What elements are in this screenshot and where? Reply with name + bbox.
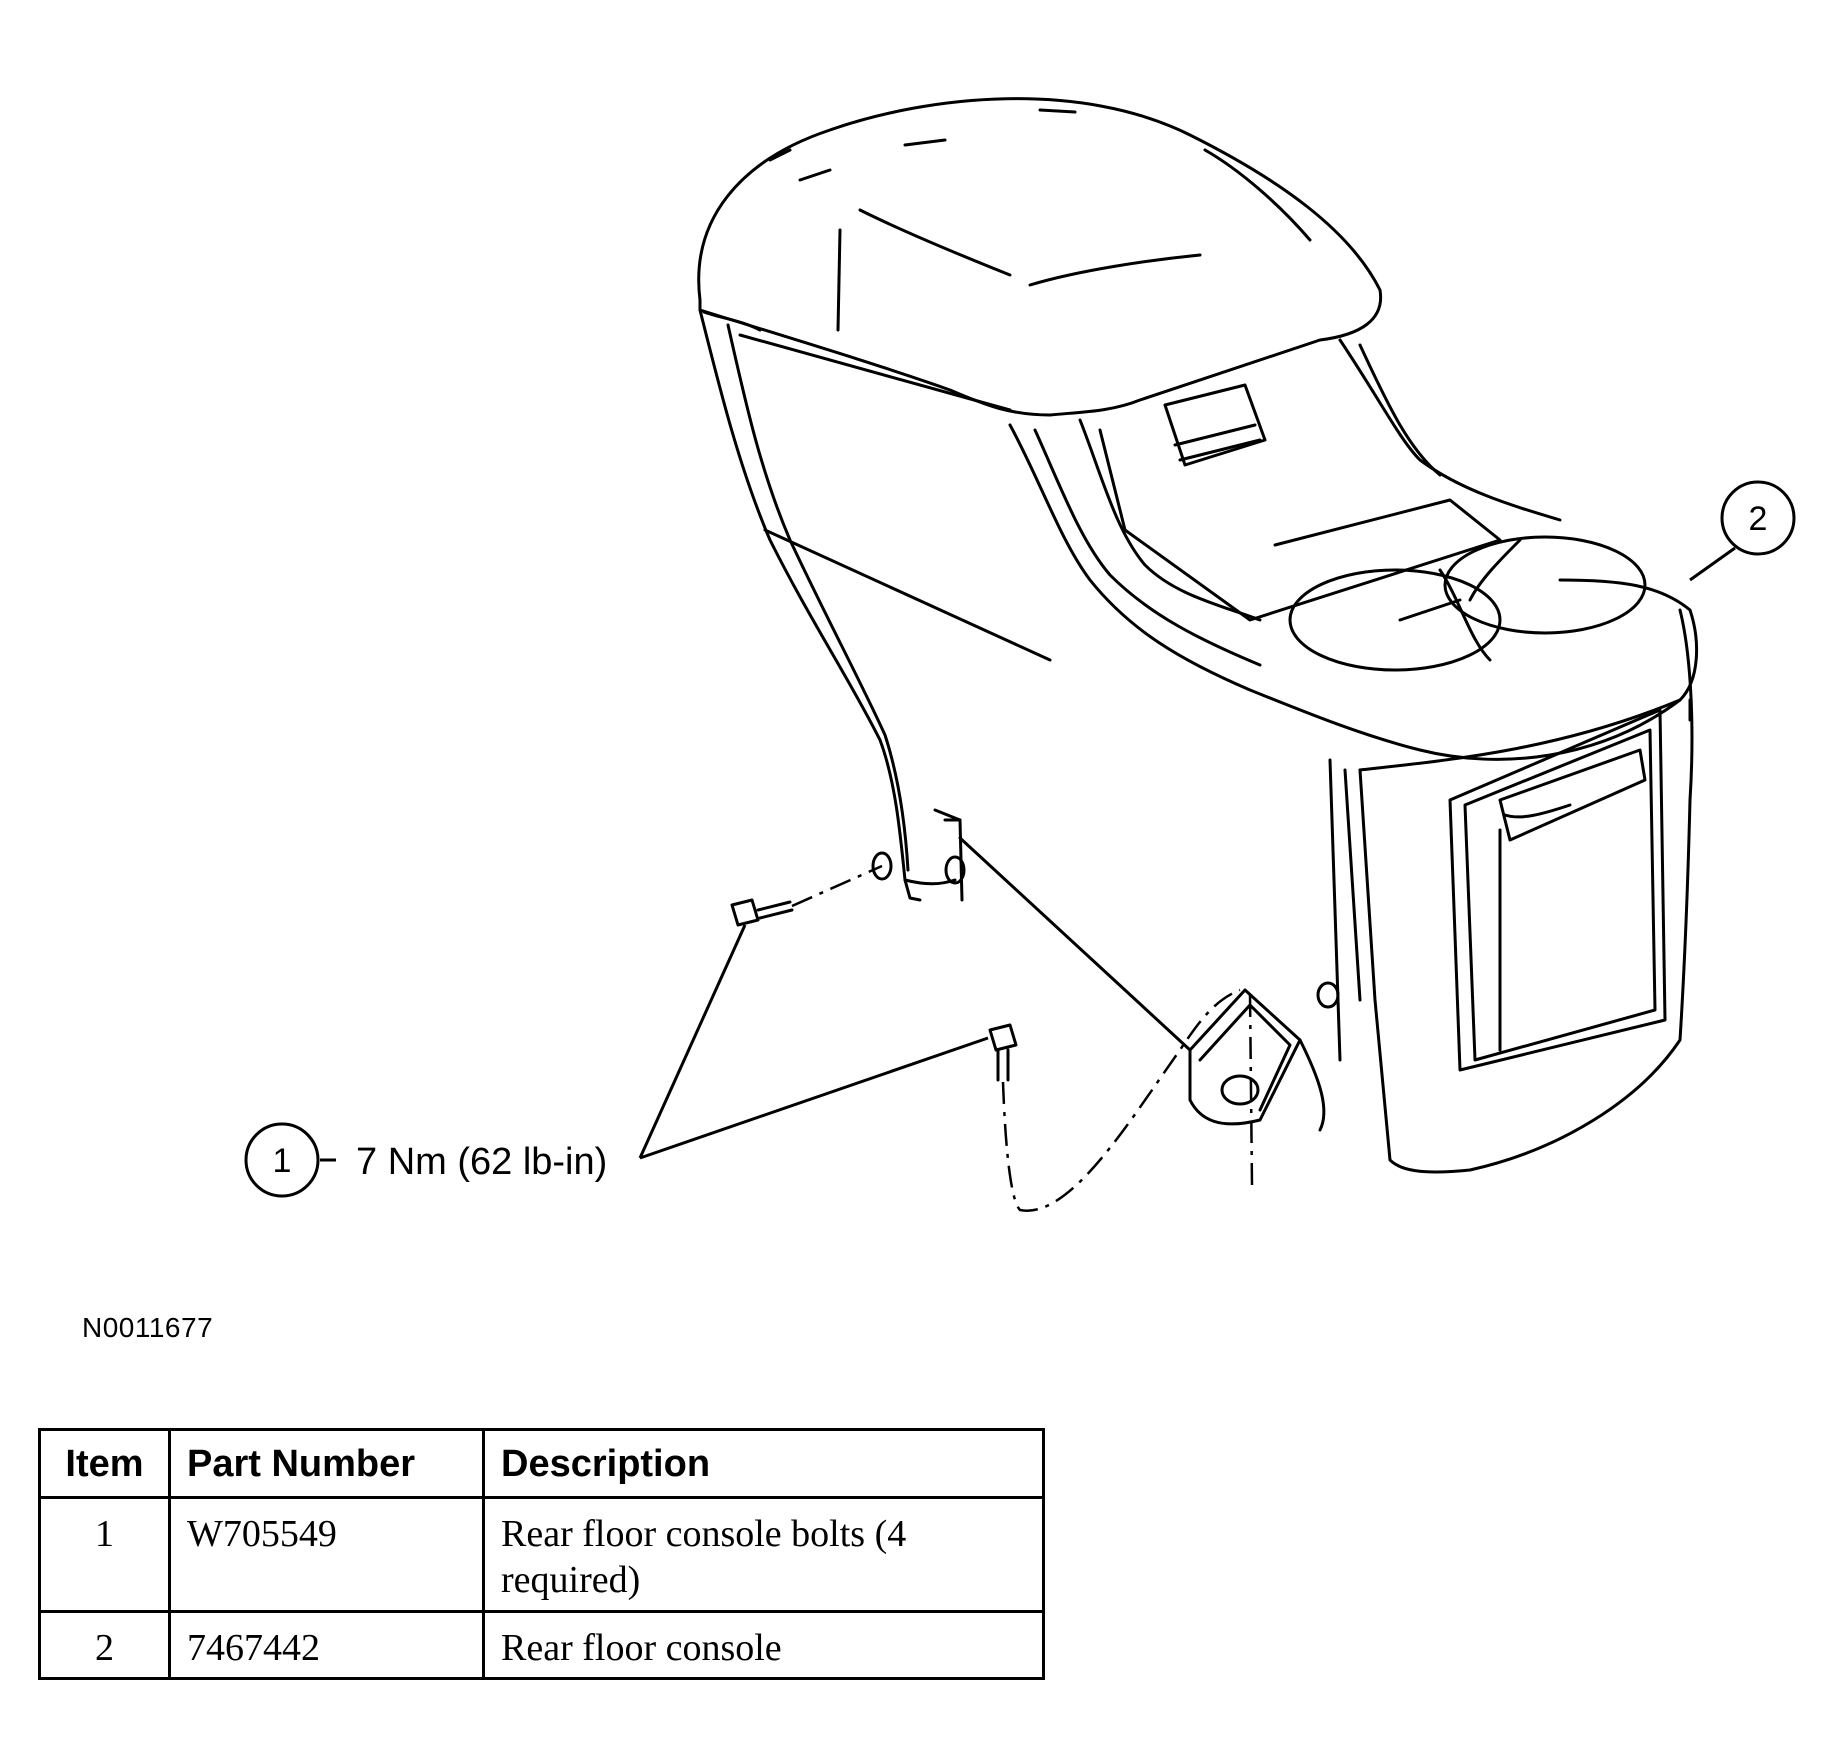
- row-item: 1: [38, 1496, 171, 1613]
- mounting-hole: [944, 855, 966, 885]
- mounting-bracket: [958, 836, 1340, 1132]
- figure-id: N0011677: [82, 1312, 214, 1343]
- callout-1: 1 7 Nm (62 lb-in): [244, 1122, 607, 1198]
- console-body-left: [698, 308, 1052, 902]
- row-description: Rear floor console bolts (4 required): [482, 1496, 1045, 1613]
- armrest-lid: [697, 97, 1383, 417]
- header-item: Item: [38, 1428, 171, 1499]
- bolt-lower: [988, 1023, 1018, 1082]
- parts-table: Item Part Number Description 1 W705549 R…: [38, 1428, 1045, 1680]
- callout-1-leaders: [320, 924, 989, 1162]
- callout-1-torque-label: 7 Nm (62 lb-in): [356, 1141, 607, 1183]
- header-description: Description: [482, 1428, 1045, 1499]
- console-rear-door: [1328, 608, 1694, 1174]
- console-tray-cupholders: [1008, 338, 1699, 761]
- callout-1-number: 1: [273, 1142, 292, 1180]
- row-part-number: 7467442: [168, 1610, 485, 1680]
- table-row: 1 W705549 Rear floor console bolts (4 re…: [38, 1496, 1045, 1613]
- table-row: 2 7467442 Rear floor console: [38, 1610, 1045, 1680]
- table-header-row: Item Part Number Description: [38, 1428, 1045, 1499]
- callout-2: 2: [1689, 480, 1796, 582]
- row-item: 2: [38, 1610, 171, 1680]
- rear-floor-console-illustration: 1 7 Nm (62 lb-in) 2: [244, 97, 1796, 1212]
- callout-2-number: 2: [1749, 500, 1768, 538]
- mounting-hole: [871, 851, 893, 881]
- row-description: Rear floor console: [482, 1610, 1045, 1680]
- row-part-number: W705549: [168, 1496, 485, 1613]
- bolt-upper: [730, 898, 794, 927]
- header-part-number: Part Number: [168, 1428, 485, 1499]
